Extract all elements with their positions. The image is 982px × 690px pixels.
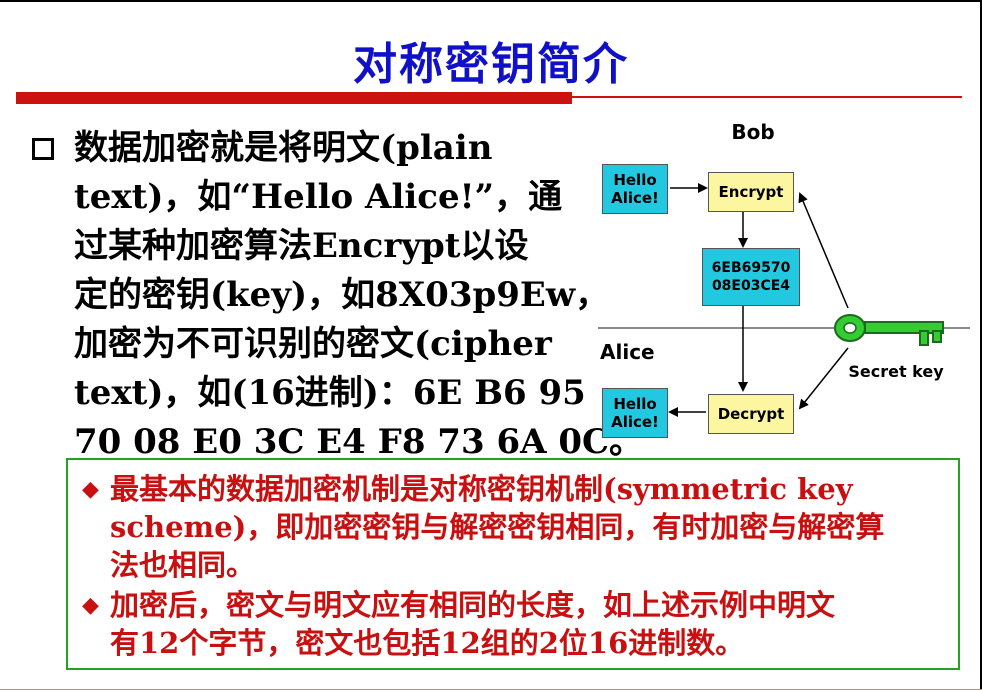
note-line: 加密后，密文与明文应有相同的长度，如上述示例中明文 bbox=[110, 588, 836, 622]
ciphertext-line: 6EB69570 bbox=[711, 260, 791, 276]
ciphertext-box: 6EB69570 08E03CE4 bbox=[702, 248, 800, 306]
main-line: text)，如“Hello Alice!”，通 bbox=[74, 177, 563, 217]
note-item: ◆ 最基本的数据加密机制是对称密钥机制(symmetric key scheme… bbox=[82, 470, 884, 584]
key-icon bbox=[834, 314, 944, 346]
main-line: 70 08 E0 3C E4 F8 73 6A 0C。 bbox=[74, 422, 644, 462]
note-line: 最基本的数据加密机制是对称密钥机制(symmetric key bbox=[110, 472, 853, 506]
right-rule bbox=[980, 0, 982, 690]
bob-label: Bob bbox=[731, 120, 775, 144]
arrow-key-to-decrypt bbox=[798, 347, 849, 410]
note-box: ◆ 最基本的数据加密机制是对称密钥机制(symmetric key scheme… bbox=[66, 458, 960, 670]
note-line: scheme)，即加密密钥与解密密钥相同，有时加密与解密算 bbox=[110, 510, 885, 544]
main-paragraph: 数据加密就是将明文(plain text)，如“Hello Alice!”，通 … bbox=[74, 124, 644, 467]
plaintext-top-line: Alice! bbox=[611, 189, 659, 207]
slide-title: 对称密钥简介 bbox=[353, 39, 629, 90]
note-item: ◆ 加密后，密文与明文应有相同的长度，如上述示例中明文 有12个字节，密文也包括… bbox=[82, 586, 835, 662]
diagram-connectors bbox=[598, 183, 970, 417]
title-underline-bar bbox=[16, 92, 572, 104]
square-bullet-icon bbox=[32, 138, 54, 160]
decrypt-box: Decrypt bbox=[708, 394, 794, 434]
main-line: 定的密钥(key)，如8X03p9Ew， bbox=[74, 275, 610, 315]
encrypt-box: Encrypt bbox=[708, 172, 794, 212]
diamond-bullet-icon: ◆ bbox=[82, 476, 99, 502]
secret-key-label: Secret key bbox=[848, 362, 944, 381]
symmetric-key-diagram: Bob Alice Hello Alice! Encrypt 6EB69570 … bbox=[590, 112, 970, 458]
note-line: 有12个字节，密文也包括12组的2位16进制数。 bbox=[110, 626, 745, 660]
diamond-bullet-icon: ◆ bbox=[82, 592, 99, 618]
main-line: 过某种加密算法Encrypt以设 bbox=[74, 226, 529, 266]
alice-label: Alice bbox=[600, 340, 655, 364]
plaintext-box-bottom: Hello Alice! bbox=[602, 388, 668, 438]
main-line: text)，如(16进制)：6E B6 95 bbox=[74, 373, 586, 413]
note-line: 法也相同。 bbox=[110, 548, 256, 582]
plaintext-top-line: Hello bbox=[613, 171, 657, 189]
top-rule bbox=[0, 0, 982, 2]
main-line: 加密为不可识别的密文(cipher bbox=[74, 324, 552, 364]
plaintext-box-top: Hello Alice! bbox=[602, 164, 668, 214]
plaintext-bottom-line: Alice! bbox=[611, 413, 659, 431]
ciphertext-line: 08E03CE4 bbox=[711, 278, 791, 294]
plaintext-bottom-line: Hello bbox=[613, 395, 657, 413]
arrow-key-to-encrypt bbox=[798, 192, 849, 309]
main-line: 数据加密就是将明文(plain bbox=[74, 128, 493, 168]
title-underline-thin bbox=[572, 96, 962, 98]
